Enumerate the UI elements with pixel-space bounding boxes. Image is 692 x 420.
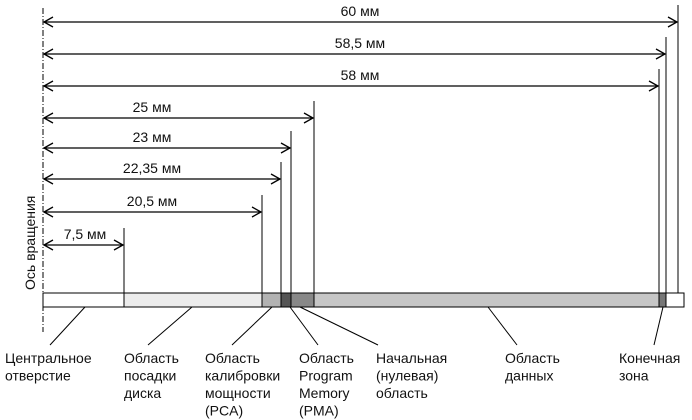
dimension-label: 7,5 мм <box>64 226 107 242</box>
callout-label: зона <box>619 368 649 384</box>
callout-label: мощности <box>205 385 271 401</box>
callout-label: Program <box>299 368 353 384</box>
leader-line <box>299 306 379 346</box>
arrowhead-left-icon <box>42 173 54 185</box>
dimension-label: 23 мм <box>133 129 172 145</box>
arrowhead-right-icon <box>113 239 125 251</box>
leader-line <box>147 306 193 346</box>
arrowhead-right-icon <box>251 206 263 218</box>
zone-lead-in <box>290 292 315 308</box>
callout-label: посадки <box>124 368 176 384</box>
callout-label: Область <box>299 350 354 366</box>
arrowhead-right-icon <box>667 16 679 28</box>
callout-label: Область <box>124 350 179 366</box>
zone-outer-edge <box>665 292 685 308</box>
callout-label: Область <box>505 350 560 366</box>
callout-label: Конечная <box>619 350 680 366</box>
arrowhead-left-icon <box>42 48 54 60</box>
dimension-label: 22,35 мм <box>123 160 181 176</box>
arrowhead-left-icon <box>42 112 54 124</box>
callout-label: Начальная <box>376 350 447 366</box>
dimension-label: 58,5 мм <box>335 35 385 51</box>
dimension-label: 20,5 мм <box>127 193 177 209</box>
dimension-label: 25 мм <box>133 99 172 115</box>
dimension-label: 60 мм <box>341 3 380 19</box>
zone-lead-out <box>658 292 667 308</box>
arrowhead-right-icon <box>648 80 660 92</box>
arrowhead-right-icon <box>303 112 315 124</box>
arrowhead-left-icon <box>42 142 54 154</box>
callout-label: Область <box>205 350 260 366</box>
callout-label: (нулевая) <box>376 368 438 384</box>
arrowhead-left-icon <box>42 206 54 218</box>
leader-line <box>653 306 664 346</box>
zone-pca <box>261 292 282 308</box>
arrowhead-left-icon <box>42 16 54 28</box>
leader-line <box>487 306 518 346</box>
dimension-label: 58 мм <box>341 67 380 83</box>
leader-line <box>231 306 273 346</box>
leader-line <box>49 306 86 346</box>
arrowhead-right-icon <box>655 48 667 60</box>
callout-label: калибровки <box>205 368 280 384</box>
callout-label: Центральное <box>5 350 92 366</box>
callout-label: Memory <box>299 385 350 401</box>
rotation-axis-label: Ось вращения <box>22 196 38 290</box>
zone-central-hole <box>42 292 125 308</box>
leader-line <box>289 306 319 346</box>
zone-clamping-area <box>123 292 263 308</box>
zone-pma <box>280 292 292 308</box>
callout-label: отверстие <box>5 368 71 384</box>
callout-label: область <box>376 385 428 401</box>
arrowhead-left-icon <box>42 239 54 251</box>
zone-data-area <box>313 292 660 308</box>
callout-label: (PCA) <box>205 403 243 419</box>
arrowhead-left-icon <box>42 80 54 92</box>
callout-label: диска <box>124 385 161 401</box>
callout-label: (PMA) <box>299 403 339 419</box>
arrowhead-right-icon <box>280 142 292 154</box>
arrowhead-right-icon <box>270 173 282 185</box>
callout-label: данных <box>505 368 553 384</box>
